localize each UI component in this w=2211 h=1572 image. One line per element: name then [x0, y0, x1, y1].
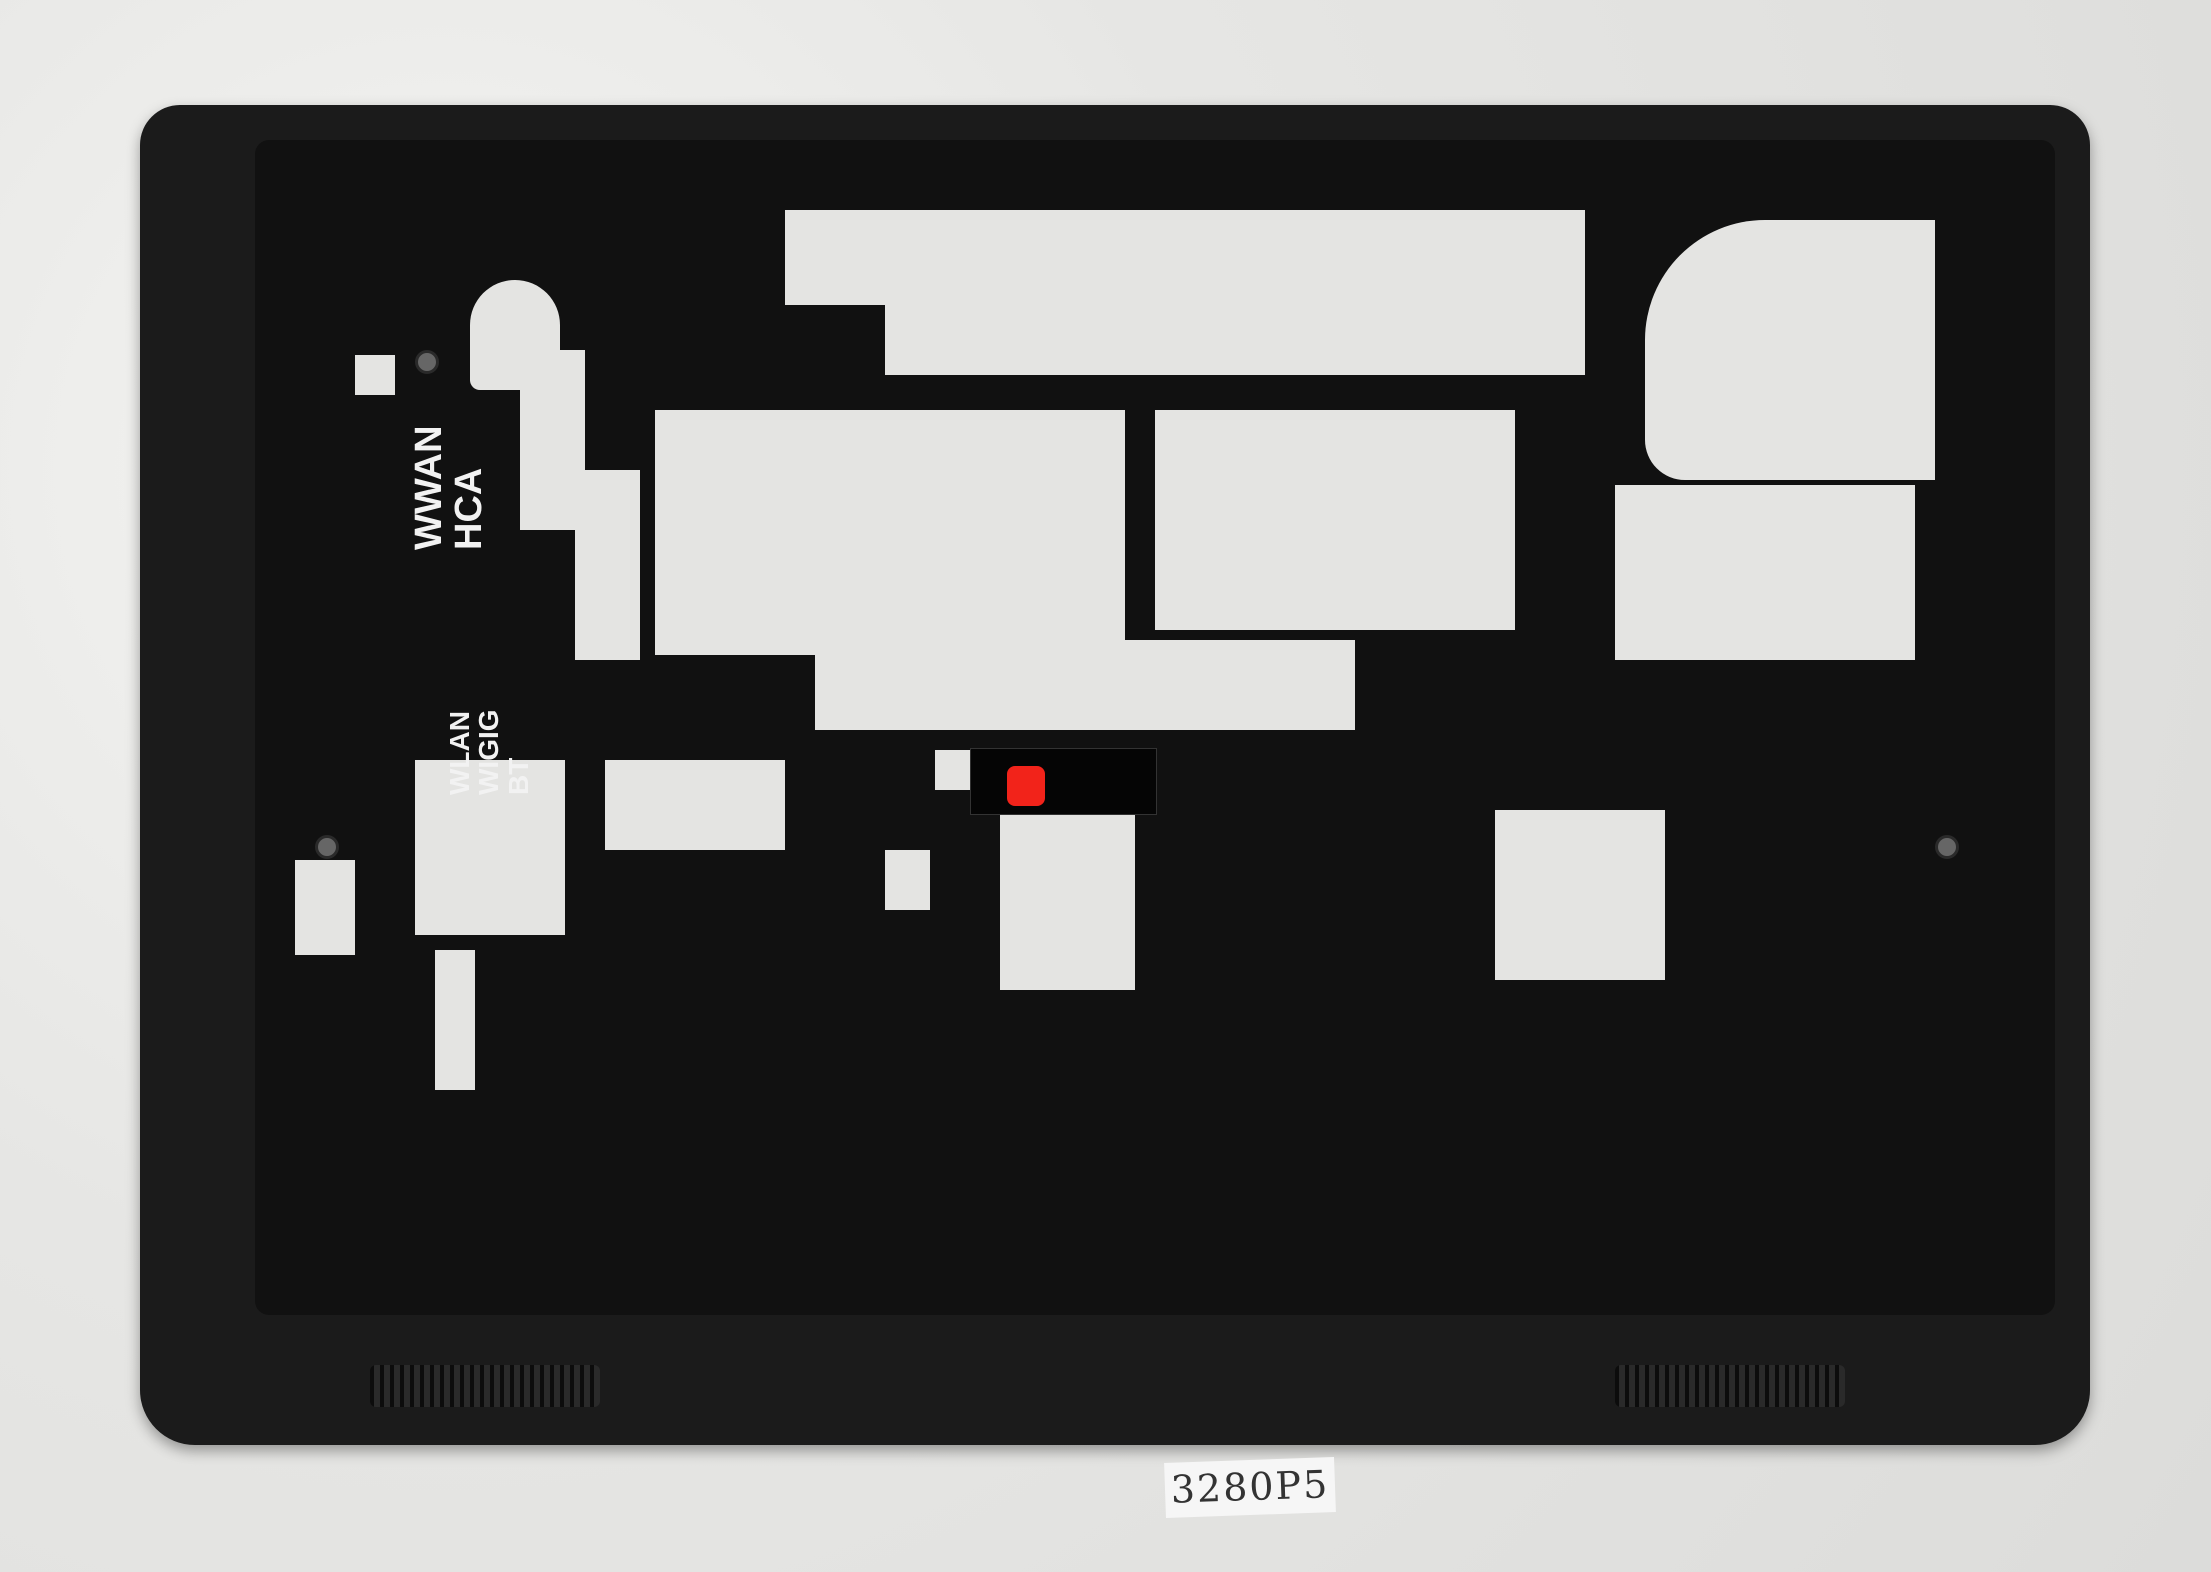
- screw: [415, 350, 439, 374]
- cutout: [885, 850, 930, 910]
- screw: [1935, 835, 1959, 859]
- cutout: [1000, 805, 1135, 990]
- cutout: [1155, 410, 1515, 630]
- laptop-bottom-case: WWAN HCA WLAN WIGIG BT: [140, 105, 2090, 1445]
- screw: [315, 835, 339, 859]
- red-latch-button: [1007, 766, 1045, 806]
- wwan-label: WWAN HCA: [408, 425, 490, 550]
- cutout: [655, 410, 1125, 655]
- cutout: [415, 760, 565, 935]
- cutout: [355, 355, 395, 395]
- cutout: [1615, 485, 1915, 660]
- cutout: [1645, 220, 1935, 480]
- cutout: [605, 760, 785, 850]
- cutout: [815, 640, 1355, 730]
- cutout: [520, 350, 585, 530]
- cutout: [885, 210, 1585, 375]
- cutout: [575, 470, 640, 660]
- cutout: [1495, 810, 1665, 980]
- latch: [970, 748, 1157, 815]
- cutout: [295, 860, 355, 955]
- vent-left: [370, 1365, 600, 1407]
- cutout: [785, 210, 905, 305]
- case-interior: WWAN HCA WLAN WIGIG BT: [255, 140, 2055, 1315]
- wlan-label: WLAN WIGIG BT: [444, 709, 534, 795]
- vent-right: [1615, 1365, 1845, 1407]
- cutout: [435, 950, 475, 1090]
- handwritten-tag: 3280P5: [1164, 1457, 1336, 1518]
